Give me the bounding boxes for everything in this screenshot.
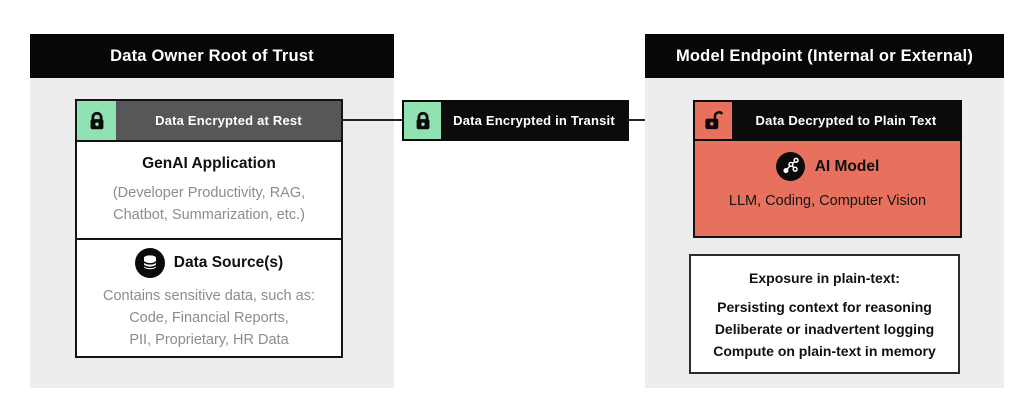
model-endpoint-panel-title: Model Endpoint (Internal or External): [645, 34, 1004, 78]
exposure-line: Compute on plain-text in memory: [713, 343, 936, 359]
encrypted-at-rest-label: Data Encrypted at Rest: [116, 101, 341, 140]
red-lock-square: [695, 102, 732, 139]
data-source-title: Data Source(s): [173, 254, 284, 271]
data-source-line: PII, Proprietary, HR Data: [129, 332, 289, 348]
decrypted-to-plain-text-bar: Data Decrypted to Plain Text: [693, 100, 962, 141]
exposure-line: Deliberate or inadvertent logging: [714, 321, 935, 337]
ai-network-icon: [775, 152, 805, 181]
data-owner-panel-title: Data Owner Root of Trust: [30, 34, 394, 78]
data-source-line: Code, Financial Reports,: [129, 310, 289, 326]
green-lock-square: [404, 102, 441, 139]
data-owner-panel: Data Owner Root of Trust Data Encrypted …: [30, 34, 394, 388]
exposure-box: Exposure in plain-text: Persisting conte…: [689, 254, 960, 374]
green-lock-square: [77, 101, 116, 140]
genai-application-section: GenAI Application (Developer Productivit…: [77, 140, 341, 238]
data-source-line: Contains sensitive data, such as:: [103, 288, 315, 304]
exposure-line: Persisting context for reasoning: [717, 299, 932, 315]
ai-model-title: AI Model: [814, 157, 880, 175]
genai-application-title: GenAI Application: [142, 155, 276, 172]
lock-open-icon: [702, 109, 725, 132]
genai-line: Chatbot, Summarization, etc.): [113, 207, 305, 223]
ai-model-box: AI Model LLM, Coding, Computer Vision: [693, 141, 962, 238]
database-icon: [134, 248, 165, 278]
model-endpoint-panel: Model Endpoint (Internal or External) Da…: [645, 34, 1004, 388]
connector-line: [343, 119, 402, 121]
encrypted-at-rest-bar: Data Encrypted at Rest: [77, 101, 341, 140]
ai-model-subtitle: LLM, Coding, Computer Vision: [728, 193, 927, 209]
genai-line: (Developer Productivity, RAG,: [112, 185, 306, 201]
data-source-section: Data Source(s) Contains sensitive data, …: [77, 238, 341, 356]
decrypted-to-plain-text-label: Data Decrypted to Plain Text: [732, 102, 960, 139]
lock-closed-icon: [412, 110, 434, 132]
lock-closed-icon: [86, 110, 108, 132]
data-owner-card: Data Encrypted at Rest GenAI Application…: [75, 99, 343, 358]
encrypted-in-transit-label: Data Encrypted in Transit: [441, 102, 627, 139]
exposure-title: Exposure in plain-text:: [749, 270, 900, 286]
encrypted-in-transit-bar: Data Encrypted in Transit: [402, 100, 629, 141]
